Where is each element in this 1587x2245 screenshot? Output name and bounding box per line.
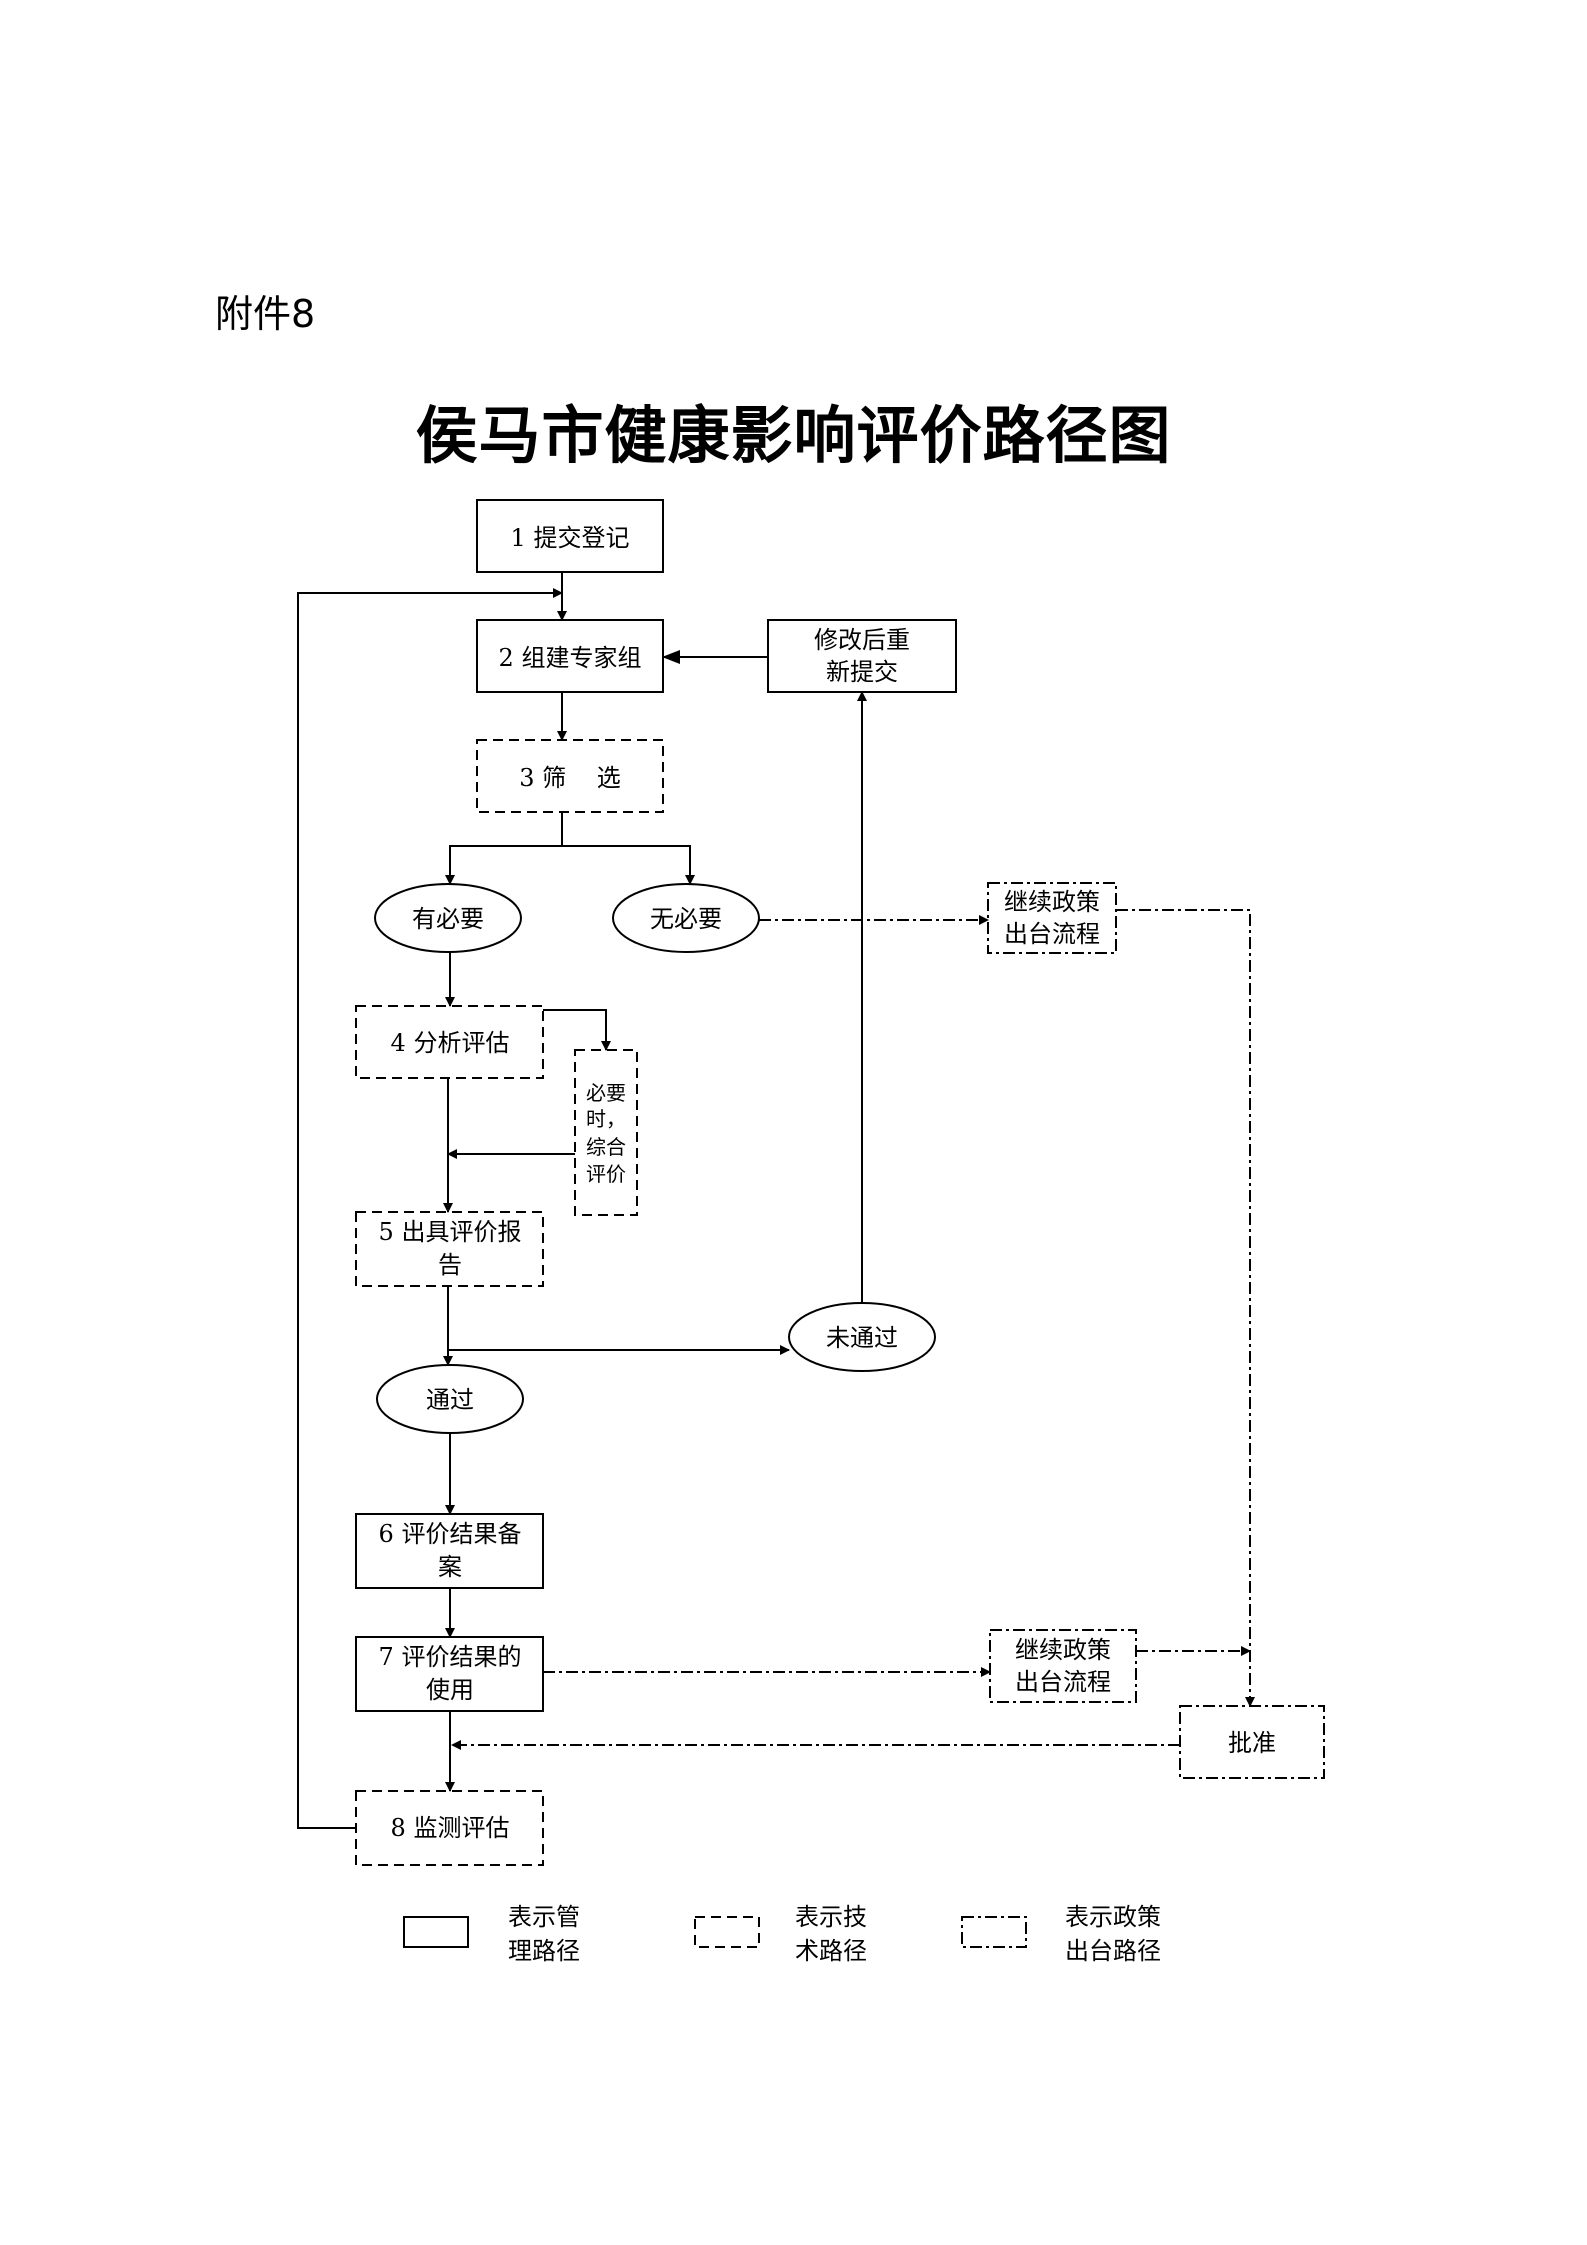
node-analyze: 4 分析评估	[355, 1005, 544, 1079]
connectors-policy	[451, 909, 1255, 1750]
node-report-line2: 告	[438, 1251, 462, 1279]
node-revise-line1: 修改后重	[814, 626, 910, 654]
node-report: 5 出具评价报 告	[355, 1211, 544, 1287]
legend-management: 表示管 理路径	[403, 1903, 580, 1965]
node-monitor: 8 监测评估	[355, 1790, 544, 1866]
node-record: 6 评价结果备 案	[355, 1513, 544, 1589]
node-unnecessary-label: 无必要	[650, 905, 722, 933]
legend-management-line2: 理路径	[508, 1937, 580, 1965]
node-necessary-label: 有必要	[412, 905, 484, 933]
legend-technical: 表示技 术路径	[694, 1903, 867, 1965]
edge-monitor-loop	[297, 588, 563, 1829]
legend-policy-line1: 表示政策	[1065, 1903, 1161, 1931]
node-necessary: 有必要	[374, 883, 522, 953]
node-unnecessary: 无必要	[612, 883, 760, 953]
node-use-line2: 使用	[426, 1676, 474, 1704]
edge-analyze-comprehensive	[543, 1009, 611, 1051]
node-submit: 1 提交登记	[476, 499, 664, 573]
node-submit-label: 1 提交登记	[511, 524, 630, 552]
node-comprehensive-line2: 时，	[586, 1107, 626, 1131]
node-passed: 通过	[376, 1364, 524, 1434]
node-passed-label: 通过	[426, 1386, 474, 1414]
node-team: 2 组建专家组	[476, 619, 664, 693]
node-failed-label: 未通过	[826, 1324, 898, 1352]
attachment-label: 附件8	[215, 292, 316, 336]
node-use: 7 评价结果的 使用	[355, 1636, 544, 1712]
node-team-label: 2 组建专家组	[499, 644, 642, 672]
page-title: 侯马市健康影响评价路径图	[415, 399, 1172, 472]
node-use-line1: 7 评价结果的	[379, 1643, 522, 1671]
node-failed: 未通过	[788, 1302, 936, 1372]
node-revise: 修改后重 新提交	[767, 619, 957, 693]
node-report-line1: 5 出具评价报	[379, 1218, 522, 1246]
node-policy1-line1: 继续政策	[1004, 888, 1100, 916]
legend: 表示管 理路径 表示技 术路径 表示政策 出台路径	[403, 1903, 1161, 1965]
legend-technical-line2: 术路径	[795, 1937, 867, 1965]
node-record-line2: 案	[438, 1553, 462, 1581]
node-screen-label: 3 筛 选	[519, 764, 620, 792]
node-approve: 批准	[1179, 1705, 1325, 1779]
node-revise-line2: 新提交	[826, 658, 898, 686]
node-approve-label: 批准	[1228, 1729, 1276, 1757]
node-policy2-line2: 出台流程	[1015, 1668, 1111, 1696]
node-monitor-label: 8 监测评估	[391, 1814, 510, 1842]
node-record-line1: 6 评价结果备	[379, 1520, 522, 1548]
edge-screen-branches	[449, 845, 691, 884]
node-comprehensive-line1: 必要	[586, 1081, 626, 1105]
node-policy-continue-2: 继续政策 出台流程	[989, 1629, 1137, 1703]
legend-policy-line2: 出台路径	[1065, 1937, 1161, 1965]
node-policy-continue-1: 继续政策 出台流程	[987, 882, 1117, 954]
connectors-solid	[297, 572, 867, 1829]
node-policy2-line1: 继续政策	[1015, 1636, 1111, 1664]
node-screen: 3 筛 选	[476, 739, 664, 813]
legend-policy: 表示政策 出台路径	[961, 1903, 1161, 1965]
edge-policy1-approve	[1116, 909, 1255, 1707]
node-comprehensive: 必要 时， 综合 评价	[574, 1049, 638, 1216]
node-policy1-line2: 出台流程	[1004, 920, 1100, 948]
node-analyze-label: 4 分析评估	[391, 1029, 510, 1057]
node-comprehensive-line3: 综合	[586, 1135, 626, 1159]
legend-technical-line1: 表示技	[795, 1903, 867, 1931]
node-comprehensive-line4: 评价	[586, 1162, 626, 1186]
legend-management-line1: 表示管	[508, 1903, 580, 1931]
